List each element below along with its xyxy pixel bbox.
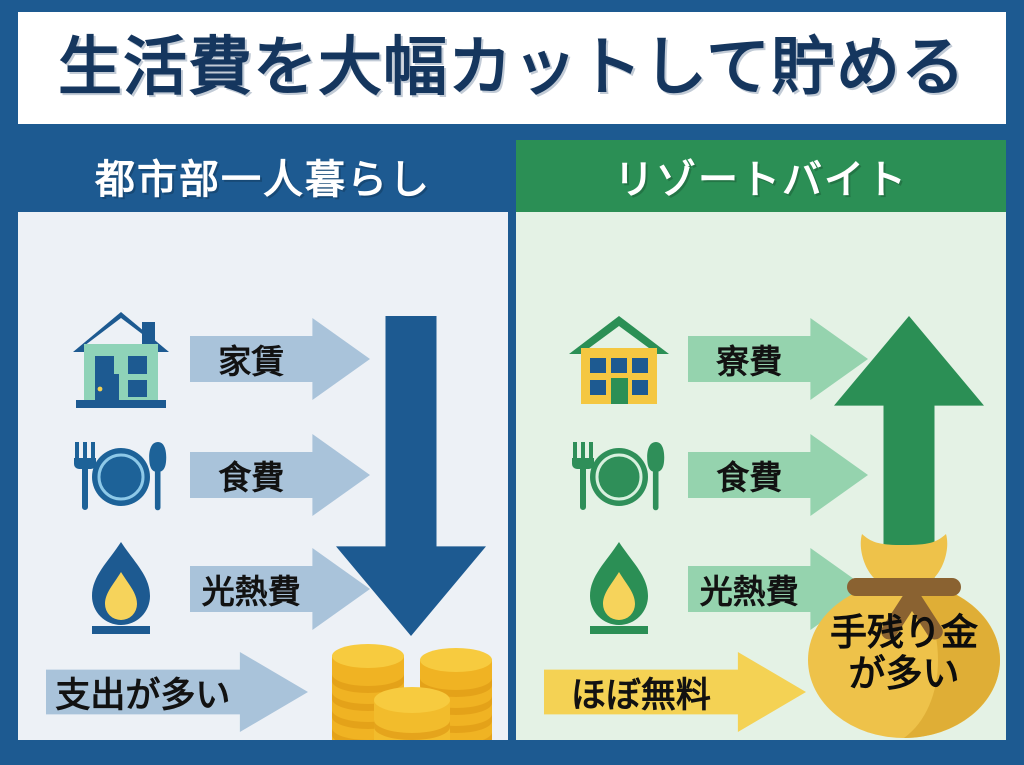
summary-arrow-left: 支出が多い (46, 652, 308, 732)
cost-row-rent: 家賃 (18, 304, 508, 414)
dormitory-icon (564, 304, 674, 414)
cost-label-rent: 家賃 (218, 342, 285, 381)
cost-row-food: 食費 (18, 420, 508, 530)
house-icon (66, 304, 176, 414)
cost-label-utilities: 光熱費 (201, 572, 301, 611)
title-banner: 生活費を大幅カットして貯める (18, 12, 1006, 124)
cost-arrow-food: 食費 (190, 434, 370, 516)
cost-label-utilities-right: 光熱費 (699, 572, 799, 611)
cost-label-food-right: 食費 (716, 458, 783, 497)
cost-arrow-dorm: 寮費 (688, 318, 868, 400)
flame-icon (564, 534, 674, 644)
coin-stacks-icon (318, 634, 508, 740)
panel-resort-baito: リゾートバイト 寮費 (516, 140, 1006, 740)
cost-arrow-rent: 家賃 (190, 318, 370, 400)
panel-urban-living: 都市部一人暮らし (18, 140, 508, 740)
cost-row-food-right: 食費 (516, 420, 1006, 530)
cost-row-utilities: 光熱費 (18, 534, 508, 644)
page-title: 生活費を大幅カットして貯める (57, 31, 967, 105)
flame-icon (66, 534, 176, 644)
panel-header-left: 都市部一人暮らし (18, 140, 508, 212)
panel-body-right: 寮費 食費 (516, 212, 1006, 740)
summary-label-right: ほぼ無料 (570, 675, 711, 716)
meal-icon (66, 420, 176, 530)
panel-header-right-label: リゾートバイト (614, 157, 908, 203)
cost-row-dorm: 寮費 (516, 304, 1006, 414)
panel-header-right: リゾートバイト (516, 140, 1006, 212)
panel-header-left-label: 都市部一人暮らし (95, 157, 431, 203)
summary-arrow-right: ほぼ無料 (544, 652, 806, 732)
cost-arrow-utilities: 光熱費 (190, 548, 370, 630)
panel-body-left: 家賃 食費 (18, 212, 508, 740)
cost-label-dorm: 寮費 (716, 342, 783, 381)
money-bag-icon (798, 524, 1006, 740)
meal-icon (564, 420, 674, 530)
summary-label-left: 支出が多い (55, 675, 231, 716)
cost-arrow-food-right: 食費 (688, 434, 868, 516)
cost-label-food: 食費 (218, 458, 285, 497)
